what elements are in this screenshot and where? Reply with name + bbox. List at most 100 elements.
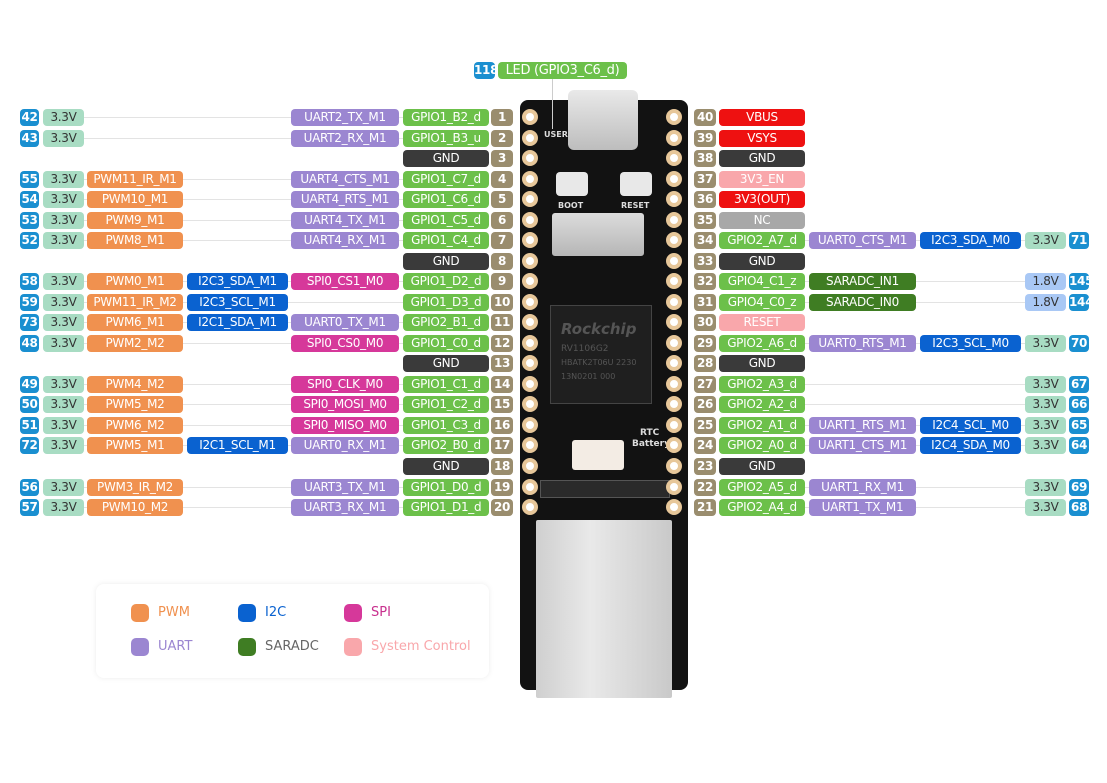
pin-main-function: GND [403,458,489,475]
pin-number: 38 [694,150,716,167]
chip-line2: HBATK2T06U 2230 [561,358,637,367]
pin-voltage: 3.3V [1025,437,1066,454]
pin-spi-function: SPI0_MOSI_M0 [291,396,399,413]
pad [522,109,538,125]
silk-user: USER [544,130,568,139]
pin-main-function: GND [403,253,489,270]
gpio-number: 51 [20,417,39,434]
silk-boot: BOOT [558,201,584,210]
pad [522,396,538,412]
pin-pwm-function: PWM11_IR_M1 [87,171,183,188]
pin-number: 17 [491,437,513,454]
boot-button [556,172,588,196]
pin-uart-function: UART1_CTS_M1 [809,437,916,454]
pin-number: 40 [694,109,716,126]
pad [666,109,682,125]
pin-main-function: VSYS [719,130,805,147]
pad [666,437,682,453]
pad [522,273,538,289]
connector-line [805,384,1025,385]
pin-main-function: GPIO1_D2_d [403,273,489,290]
legend-swatch [238,638,256,656]
pad [522,355,538,371]
pin-voltage: 3.3V [43,191,84,208]
pin-number: 25 [694,417,716,434]
pin-main-function: VBUS [719,109,805,126]
pin-voltage: 3.3V [1025,335,1066,352]
pin-main-function: GND [403,150,489,167]
pin-main-function: GPIO1_B2_d [403,109,489,126]
pin-voltage: 3.3V [43,273,84,290]
gpio-number: 56 [20,479,39,496]
pin-number: 16 [491,417,513,434]
pin-number: 24 [694,437,716,454]
pin-voltage: 1.8V [1025,273,1066,290]
pin-main-function: GND [719,458,805,475]
pin-voltage: 3.3V [43,171,84,188]
pin-number: 21 [694,499,716,516]
pad [522,314,538,330]
fpc-connector [540,480,670,498]
pad [522,232,538,248]
pin-voltage: 3.3V [1025,376,1066,393]
pin-uart-function: UART3_TX_M1 [291,479,399,496]
pin-voltage: 3.3V [43,335,84,352]
pin-uart-function: UART1_RX_M1 [809,479,916,496]
connector-line [84,507,403,508]
pin-pwm-function: PWM2_M2 [87,335,183,352]
pad [522,417,538,433]
pin-number: 9 [491,273,513,290]
pin-main-function: GPIO1_B3_u [403,130,489,147]
pin-number: 36 [694,191,716,208]
pin-pwm-function: PWM5_M1 [87,437,183,454]
pin-number: 11 [491,314,513,331]
connector-line [84,117,403,118]
pin-number: 39 [694,130,716,147]
pin-i2c-function: I2C3_SCL_M0 [920,335,1021,352]
pin-number: 29 [694,335,716,352]
pin-uart-function: UART1_RTS_M1 [809,417,916,434]
pin-i2c-function: I2C4_SCL_M0 [920,417,1021,434]
pad [666,232,682,248]
legend-swatch [238,604,256,622]
pin-voltage: 3.3V [1025,499,1066,516]
pin-spi-function: SPI0_CS1_M0 [291,273,399,290]
pad [666,376,682,392]
gpio-number: 145 [1069,273,1089,290]
pin-voltage: 3.3V [43,437,84,454]
pin-spi-function: SPI0_MISO_M0 [291,417,399,434]
pin-pwm-function: PWM11_IR_M2 [87,294,183,311]
pad [522,253,538,269]
silk-battery: Battery [632,439,670,449]
pin-voltage: 3.3V [43,314,84,331]
gpio-number: 59 [20,294,39,311]
legend-swatch [344,604,362,622]
pin-voltage: 3.3V [43,232,84,249]
pin-number: 14 [491,376,513,393]
pin-voltage: 3.3V [43,376,84,393]
pin-main-function: GPIO1_C2_d [403,396,489,413]
gpio-number: 65 [1069,417,1089,434]
pin-uart-function: UART4_RX_M1 [291,232,399,249]
pad [522,212,538,228]
pin-voltage: 1.8V [1025,294,1066,311]
pad [522,294,538,310]
soc-chip: Rockchip RV1106G2 HBATK2T06U 2230 13N020… [550,305,652,404]
connector-line [84,425,403,426]
pin-uart-function: UART0_RX_M1 [291,437,399,454]
legend-swatch [344,638,362,656]
gpio-number: 66 [1069,396,1089,413]
pin-uart-function: UART0_TX_M1 [291,314,399,331]
pin-i2c-function: I2C3_SDA_M1 [187,273,288,290]
connector-line [805,404,1025,405]
silk-rtc: RTC [640,428,660,438]
pin-main-function: GPIO2_B1_d [403,314,489,331]
pin-main-function: GPIO2_A1_d [719,417,805,434]
pin-pwm-function: PWM0_M1 [87,273,183,290]
pad [666,355,682,371]
gpio-number: 55 [20,171,39,188]
legend-label: UART [158,639,193,654]
pin-voltage: 3.3V [43,294,84,311]
pin-number: 26 [694,396,716,413]
legend-label: System Control [371,639,471,654]
